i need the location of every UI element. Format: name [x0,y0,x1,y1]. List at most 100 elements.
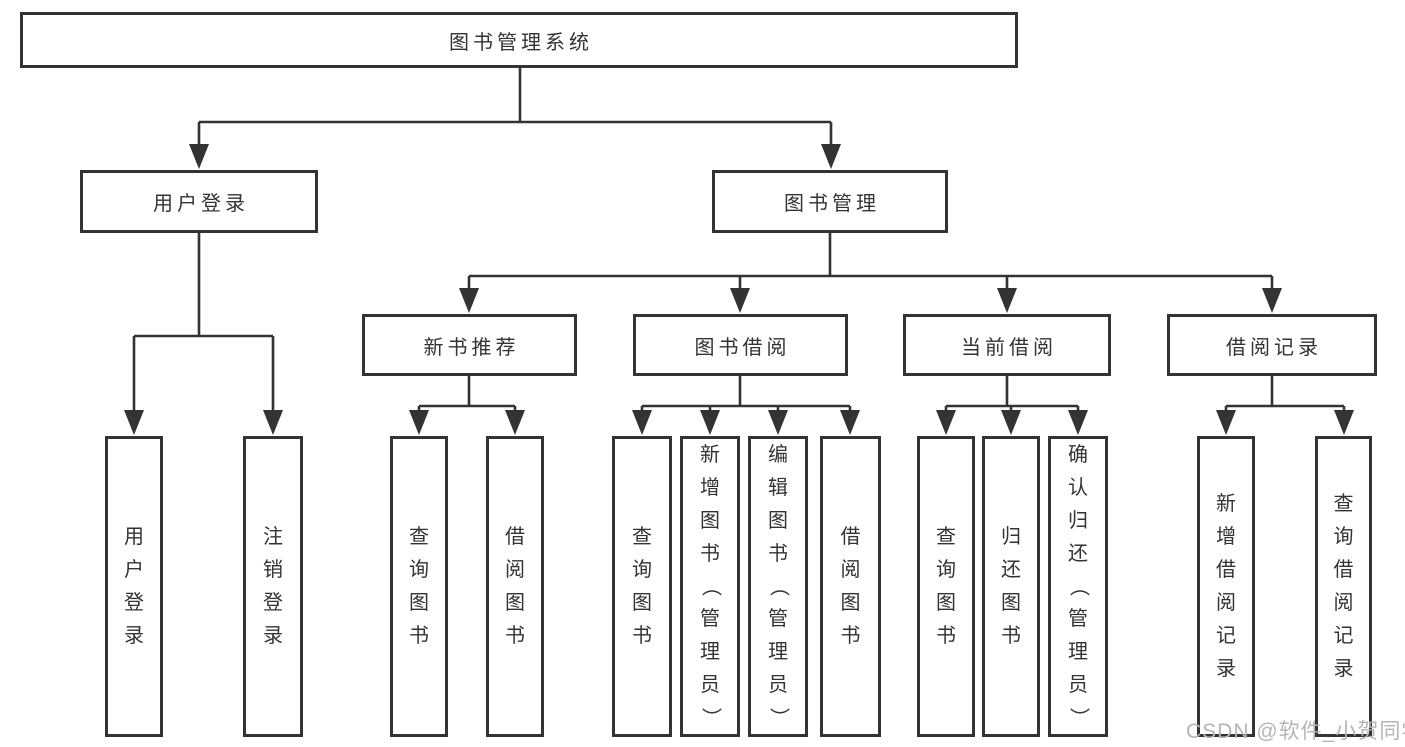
vertical-char: ） [699,707,721,728]
vertical-char: 查 [936,526,956,548]
vertical-char: 图 [505,592,525,614]
arrow-down-icon [409,410,429,435]
node-new-book-recommend: 新书推荐 [362,314,577,376]
vertical-char: 销 [263,559,283,581]
vertical-char: 书 [505,625,525,647]
leaf-borrowing-edit-books-admin: 编辑图书（管理员） [748,436,808,737]
vertical-char: 管 [700,608,720,631]
vertical-char: 查 [632,526,652,548]
vertical-char: 员 [768,673,788,696]
vertical-char: 新 [700,444,720,467]
vertical-char: 图 [409,592,429,614]
vertical-char: 登 [263,592,283,614]
vertical-char: 编 [768,444,788,467]
leaf-current-return-books: 归还图书 [982,436,1040,737]
vertical-char: 书 [409,625,429,647]
leaf-logout: 注销登录 [243,436,303,737]
arrow-down-icon [459,288,479,313]
vertical-char: 记 [1333,625,1354,647]
leaf-borrowing-borrow-books: 借阅图书 [820,436,881,737]
vertical-char: 确 [1068,444,1088,467]
node-current-borrowing: 当前借阅 [903,314,1111,376]
arrow-down-icon [1001,410,1021,435]
leaf-records-query-record: 查询借阅记录 [1315,436,1372,737]
vertical-char: 还 [1068,542,1088,565]
vertical-char: 借 [505,526,525,548]
vertical-char: 归 [1068,509,1088,532]
vertical-char: ） [1067,707,1089,728]
vertical-char: 书 [1001,625,1021,647]
arrow-down-icon [124,410,144,435]
arrow-down-icon [700,410,720,435]
vertical-char: 归 [1001,526,1021,548]
vertical-char: 管 [768,608,788,631]
node-user-login-branch: 用户登录 [80,170,318,233]
node-book-management-branch: 图书管理 [712,170,948,233]
vertical-char: 增 [700,477,720,500]
leaf-user-login: 用户登录 [105,436,163,737]
vertical-char: 询 [409,559,429,581]
vertical-char: 录 [1333,658,1354,680]
arrow-down-icon [1262,288,1282,313]
vertical-char: 理 [768,641,788,664]
vertical-char: 辑 [768,477,788,500]
arrow-down-icon [997,288,1017,313]
vertical-char: 录 [1216,658,1236,680]
vertical-char: 阅 [1333,592,1354,614]
vertical-char: 查 [409,526,429,548]
vertical-char: 阅 [505,559,525,581]
vertical-char: 书 [700,542,720,565]
vertical-char: 图 [1001,592,1021,614]
vertical-char: 图 [768,509,788,532]
arrow-down-icon [821,144,841,169]
vertical-char: 理 [1068,641,1088,664]
node-borrow-records: 借阅记录 [1167,314,1377,376]
vertical-char: 借 [1333,559,1354,581]
arrow-down-icon [1334,410,1354,435]
vertical-char: 户 [124,559,144,581]
leaf-borrowing-query-books: 查询图书 [612,436,672,737]
vertical-char: 用 [124,526,144,548]
vertical-char: 阅 [1216,592,1236,614]
vertical-char: 认 [1068,477,1088,500]
vertical-char: ） [767,707,789,728]
vertical-char: 登 [124,592,144,614]
node-root-system: 图书管理系统 [20,12,1018,68]
vertical-char: 询 [1333,526,1354,548]
vertical-char: 阅 [840,559,861,581]
vertical-char: 图 [700,509,720,532]
vertical-char: 书 [840,625,861,647]
arrow-down-icon [1216,410,1236,435]
leaf-borrowing-add-books-admin: 新增图书（管理员） [680,436,740,737]
vertical-char: 借 [1216,559,1236,581]
csdn-watermark: CSDN @软件_小贺同学 [1186,720,1405,743]
arrow-down-icon [840,410,860,435]
vertical-char: 书 [936,625,956,647]
leaf-newbook-borrow-books: 借阅图书 [486,436,544,737]
arrow-down-icon [730,288,750,313]
arrow-down-icon [505,410,525,435]
arrow-down-icon [632,410,652,435]
vertical-char: 还 [1001,559,1021,581]
vertical-char: 录 [124,625,144,647]
arrow-down-icon [768,410,788,435]
leaf-current-confirm-return-admin: 确认归还（管理员） [1048,436,1108,737]
vertical-char: 录 [263,625,283,647]
vertical-char: 员 [1068,673,1088,696]
node-book-borrowing: 图书借阅 [633,314,848,376]
vertical-char: 注 [263,526,283,548]
vertical-char: 图 [840,592,861,614]
vertical-char: 理 [700,641,720,664]
vertical-char: 员 [700,673,720,696]
arrow-down-icon [263,410,283,435]
leaf-current-query-books: 查询图书 [917,436,975,737]
arrow-down-icon [936,410,956,435]
vertical-char: 图 [936,592,956,614]
vertical-char: 借 [840,526,861,548]
vertical-char: 增 [1216,526,1236,548]
vertical-char: 查 [1333,493,1354,515]
vertical-char: 书 [768,542,788,565]
arrow-down-icon [189,144,209,169]
vertical-char: 新 [1216,493,1236,515]
